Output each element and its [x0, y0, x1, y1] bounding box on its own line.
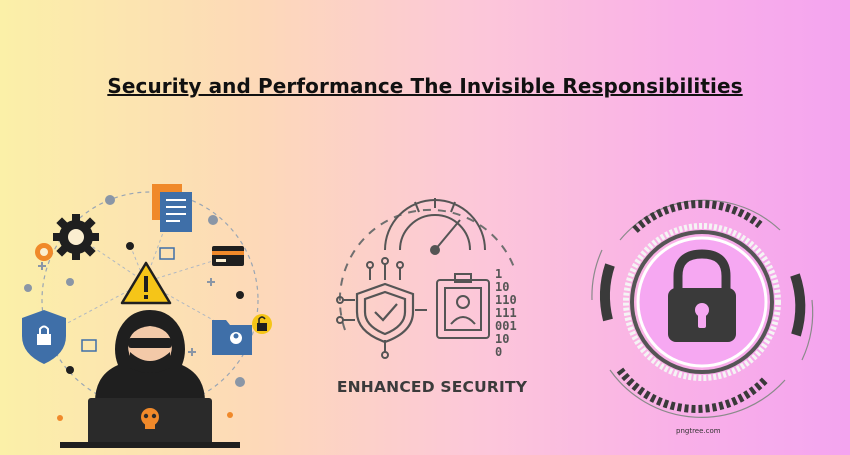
enhanced-security-label: ENHANCED SECURITY: [336, 378, 528, 396]
folder-user-icon: [212, 314, 272, 355]
page-title: Security and Performance The Invisible R…: [107, 74, 743, 98]
binary-line: 1: [495, 267, 502, 281]
binary-line: 10: [495, 280, 509, 294]
document-icon: [152, 184, 192, 232]
binary-line: 001: [495, 319, 517, 333]
skull-icon: [141, 408, 159, 429]
hacker-illustration: [0, 170, 300, 450]
warning-icon: [120, 261, 172, 305]
credit-card-icon: [212, 246, 244, 266]
speedometer-icon: [384, 198, 486, 255]
circuit-icon: [336, 257, 427, 359]
binary-line: 110: [495, 293, 517, 307]
laptop-icon: [60, 398, 240, 448]
gear-icon: [35, 214, 99, 261]
binary-line: 111: [495, 306, 517, 320]
binary-line: 0: [495, 345, 502, 359]
id-card-icon: [436, 273, 490, 339]
watermark-text: pngtree.com: [676, 427, 721, 435]
shield-check-icon: [355, 282, 415, 344]
binary-line: 10: [495, 332, 509, 346]
shield-lock-icon: [22, 310, 66, 364]
enhanced-security-illustration: 1 10 110 111 001 10 0: [315, 180, 545, 410]
padlock-illustration: [580, 170, 825, 440]
padlock-icon: [668, 249, 736, 342]
